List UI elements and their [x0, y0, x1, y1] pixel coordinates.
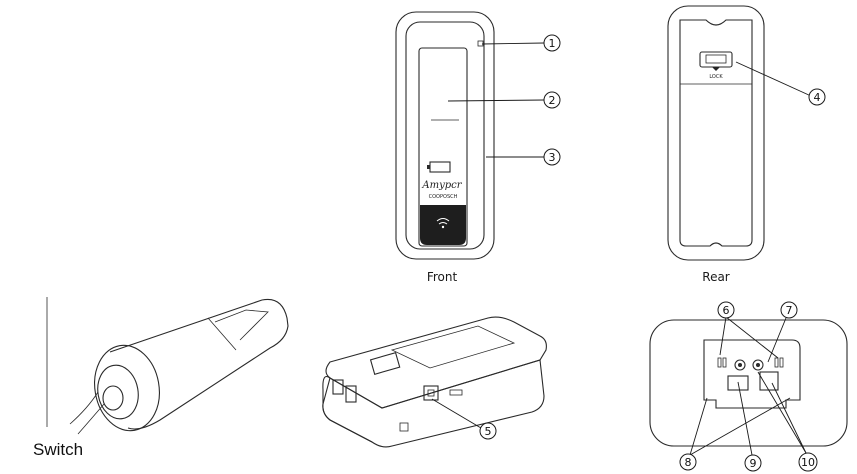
svg-text:6: 6: [723, 304, 730, 317]
svg-text:2: 2: [549, 94, 556, 107]
callout-1: 1: [481, 34, 561, 52]
caption-rear: Rear: [702, 270, 730, 284]
battery-tip: [427, 165, 430, 169]
device-top-slot: [369, 352, 401, 375]
svg-text:9: 9: [750, 457, 757, 470]
callout-6: 6: [717, 301, 779, 359]
maker-label: COOPOSCH: [429, 194, 458, 200]
device-3d-view: [322, 316, 547, 448]
svg-text:8: 8: [685, 456, 692, 469]
connector-screw-left-core: [738, 363, 742, 367]
lock-label: LOCK: [709, 74, 723, 80]
callout-10: 10: [757, 371, 818, 472]
device-side-port-inner: [427, 389, 435, 397]
connector-left-pins-2: [722, 357, 727, 368]
callout-5: 5: [431, 398, 497, 440]
callout-2: 2: [447, 91, 561, 109]
device-end-port-2: [345, 385, 357, 403]
connector-left-block: [727, 375, 749, 391]
caption-front: Front: [427, 270, 458, 284]
switch-pointer: [69, 391, 105, 435]
switch-button: [102, 385, 124, 411]
svg-text:5: 5: [485, 425, 492, 438]
brand-label: Amypcr: [421, 180, 462, 191]
callout-4: 4: [735, 61, 826, 106]
device-end-face: [322, 375, 373, 443]
wireless-dot: [441, 225, 445, 229]
device-side-vent: [449, 389, 463, 396]
front-panel: [418, 47, 468, 247]
connector-right-pins-2: [774, 357, 779, 368]
connector-screw-left: [734, 359, 746, 371]
device-side-port: [423, 385, 439, 401]
lock-slider-knob: [705, 54, 727, 64]
device-top-face: [325, 316, 547, 409]
front-status-led: [477, 40, 484, 47]
callout-7: 7: [767, 301, 798, 363]
device-top-panel: [390, 325, 516, 369]
lock-slider: [699, 51, 733, 68]
rear-inner-panel: [679, 19, 753, 247]
front-inner-shell: [405, 21, 485, 250]
device-end-port-1: [332, 379, 344, 395]
connector-outer-frame: [649, 319, 848, 447]
rear-outer-shell: [667, 5, 765, 261]
svg-text:1: 1: [549, 37, 556, 50]
connector-right-pins-1: [779, 357, 784, 368]
front-dark-base: [420, 205, 466, 245]
connector-right-block: [759, 371, 779, 391]
connector-screw-right-core: [756, 363, 760, 367]
device-side-notch: [399, 422, 409, 432]
battery-indicator: [429, 161, 451, 173]
switch-view: [46, 297, 289, 435]
switch-top-ridge: [207, 309, 269, 351]
front-view: Amypcr COOPOSCH Front: [395, 11, 495, 284]
wireless-icon: [436, 218, 450, 225]
connector-recess: [703, 339, 801, 409]
connector-left-pins-1: [717, 357, 722, 368]
connector-end-view: [649, 319, 848, 447]
front-outer-shell: [395, 11, 495, 260]
callout-8: 8: [679, 397, 791, 471]
switch-cap-outer: [94, 344, 160, 432]
callout-3: 3: [486, 148, 561, 166]
svg-text:4: 4: [814, 91, 821, 104]
svg-text:3: 3: [549, 151, 556, 164]
svg-text:10: 10: [801, 456, 815, 469]
switch-body: [109, 298, 289, 430]
svg-text:7: 7: [786, 304, 793, 317]
switch-caption: Switch: [33, 440, 84, 459]
switch-cap-inner: [97, 364, 139, 420]
connector-screw-right: [752, 359, 764, 371]
rear-view: LOCK Rear: [667, 5, 765, 284]
lock-arrow-icon: [712, 67, 720, 71]
callout-9: 9: [737, 381, 762, 472]
